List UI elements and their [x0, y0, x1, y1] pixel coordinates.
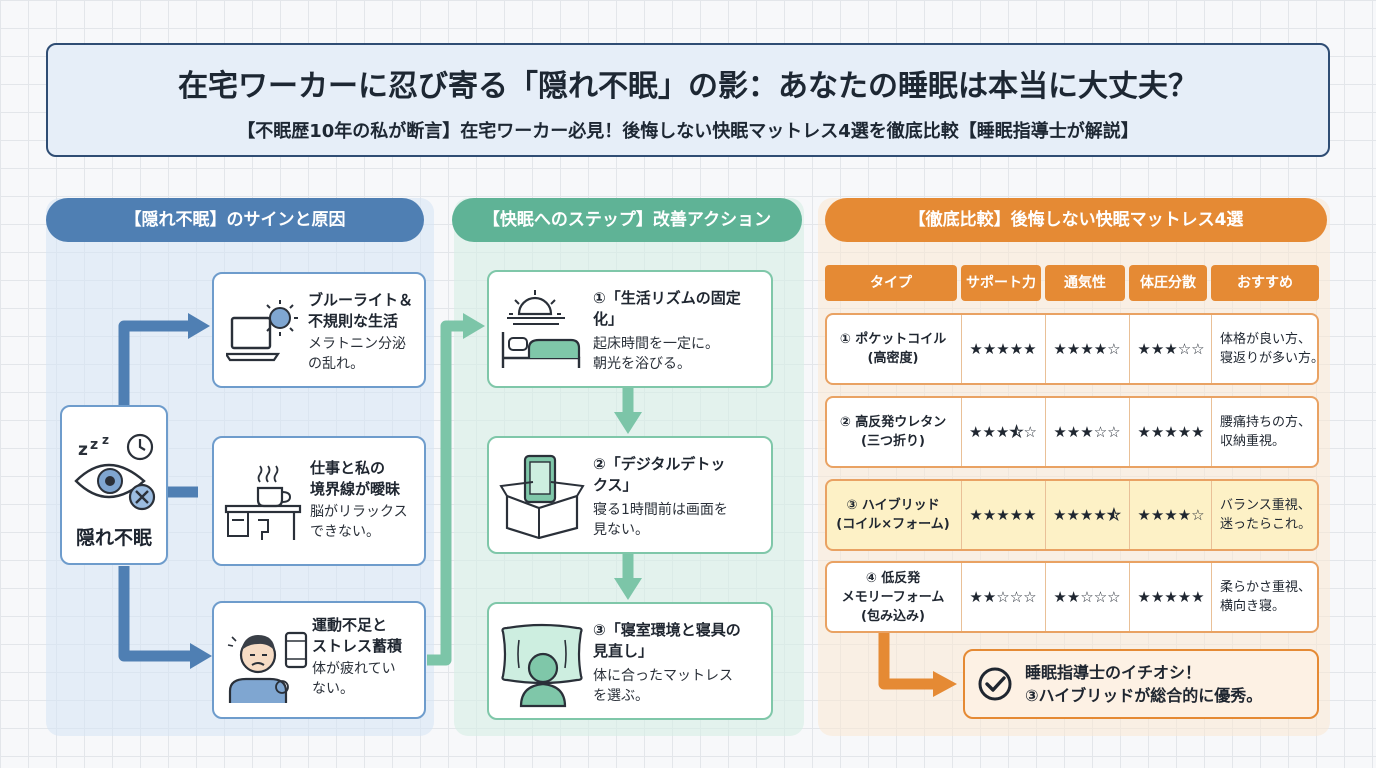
step-1-title: ①「生活リズムの固定 化」 [593, 289, 741, 328]
arrow-head-1 [188, 313, 210, 339]
section-steps-heading: 【快眠へのステップ】改善アクション [452, 198, 802, 242]
row-2-breathability: ★★★☆☆ [1045, 398, 1128, 466]
section-comparison-heading: 【徹底比較】後悔しない快眠マットレス4選 [825, 198, 1327, 242]
cause-1-desc: メラトニン分泌 の乱れ。 [308, 336, 406, 372]
svg-text:z: z [102, 433, 109, 447]
col-header-breathability: 通気性 [1045, 265, 1125, 301]
cause-3-desc: 体が疲れてい ない。 [312, 661, 396, 697]
recommendation-box: 睡眠指導士のイチオシ！ ③ハイブリッドが総合的に優秀。 [963, 649, 1319, 719]
page-title: 在宅ワーカーに忍び寄る「隠れ不眠」の影：あなたの睡眠は本当に大丈夫？ [178, 69, 1198, 104]
row-2-pressure: ★★★★★ [1129, 398, 1212, 466]
col-header-support: サポート力 [961, 265, 1041, 301]
row-4-breathability: ★★☆☆☆ [1045, 563, 1128, 631]
row-4-recommend: 柔らかさ重視、 横向き寝。 [1211, 563, 1326, 631]
row-4-type: ④ 低反発 メモリーフォーム (包み込み) [841, 570, 945, 624]
eye-clock-x-icon: z z z [74, 433, 156, 511]
row-3-recommend: バランス重視、 迷ったらこれ。 [1211, 481, 1326, 549]
arrow-cause-to-steps [427, 320, 465, 666]
step-3-title: ③「寝室環境と寝具の 見直し」 [593, 621, 741, 660]
row-2-recommend: 腰痛持ちの方、 収納重視。 [1211, 398, 1326, 466]
desk-coffee-icon [224, 465, 302, 540]
sunrise-bed-icon [501, 290, 581, 368]
svg-text:z: z [90, 437, 98, 453]
arrow-head-reco [933, 671, 957, 697]
row-3-breathability: ★★★★⯪ [1045, 481, 1128, 549]
cause-card-exercise: 運動不足と ストレス蓄積 体が疲れてい ない。 [212, 601, 426, 719]
col-header-type: タイプ [825, 265, 957, 301]
svg-text:z: z [78, 440, 88, 460]
arrow-head-3 [190, 643, 212, 669]
pillow-head-icon [501, 623, 583, 708]
row-1-pressure: ★★★☆☆ [1129, 315, 1212, 383]
cause-1-title: ブルーライト＆ 不規則な生活 [308, 291, 414, 330]
row-1-breathability: ★★★★☆ [1045, 315, 1128, 383]
table-row: ④ 低反発 メモリーフォーム (包み込み) ★★☆☆☆ ★★☆☆☆ ★★★★★ … [825, 561, 1319, 633]
cause-3-title: 運動不足と ストレス蓄積 [312, 616, 403, 655]
laptop-sun-icon [226, 300, 298, 362]
phone-in-box-icon [499, 454, 585, 540]
cause-card-bluelight: ブルーライト＆ 不規則な生活 メラトニン分泌 の乱れ。 [212, 272, 426, 388]
arrow-head-steps [463, 313, 485, 339]
check-circle-icon [978, 667, 1012, 701]
step-2-desc: 寝る1時間前は画面を 見ない。 [593, 502, 728, 538]
recommendation-text: 睡眠指導士のイチオシ！ ③ハイブリッドが総合的に優秀。 [1025, 663, 1263, 705]
hidden-insomnia-label: 隠れ不眠 [75, 527, 152, 549]
row-1-type: ① ポケットコイル (高密度) [839, 332, 947, 366]
step-card-detox: ②「デジタルデトッ クス」 寝る1時間前は画面を 見ない。 [487, 436, 773, 554]
row-2-support: ★★★⯪☆ [961, 398, 1044, 466]
row-3-type: ③ ハイブリッド (コイル×フォーム) [836, 498, 950, 532]
hidden-insomnia-card: z z z 隠れ不眠 [60, 405, 168, 565]
cause-card-boundary: 仕事と私の 境界線が曖昧 脳がリラックス できない。 [212, 436, 426, 566]
col-header-pressure: 体圧分散 [1129, 265, 1207, 301]
row-1-support: ★★★★★ [961, 315, 1044, 383]
step-1-desc: 起床時間を一定に。 朝光を浴びる。 [593, 336, 719, 372]
step-3-desc: 体に合ったマットレス を選ぶ。 [593, 668, 733, 704]
row-4-pressure: ★★★★★ [1129, 563, 1212, 631]
row-3-pressure: ★★★★☆ [1129, 481, 1212, 549]
step-2-title: ②「デジタルデトッ クス」 [593, 455, 726, 494]
row-3-support: ★★★★★ [961, 481, 1044, 549]
row-2-type: ② 高反発ウレタン (三つ折り) [839, 415, 947, 449]
step-card-rhythm: ①「生活リズムの固定 化」 起床時間を一定に。 朝光を浴びる。 [487, 270, 773, 388]
arrow-to-card3 [118, 566, 192, 662]
arrow-head-step2 [614, 412, 642, 434]
table-row-highlighted: ③ ハイブリッド (コイル×フォーム) ★★★★★ ★★★★⯪ ★★★★☆ バラ… [825, 479, 1319, 551]
arrow-head-step3 [614, 578, 642, 600]
page-subtitle: 【不眠歴10年の私が断言】在宅ワーカー必見！後悔しない快眠マットレス4選を徹底比… [237, 121, 1139, 142]
arrow-to-recommendation [878, 632, 935, 690]
header-banner: 在宅ワーカーに忍び寄る「隠れ不眠」の影：あなたの睡眠は本当に大丈夫？ 【不眠歴1… [46, 43, 1330, 157]
section-causes-heading: 【隠れ不眠】のサインと原因 [46, 198, 424, 242]
tired-person-phone-icon [227, 631, 308, 703]
col-header-recommend: おすすめ [1211, 265, 1319, 301]
table-row: ② 高反発ウレタン (三つ折り) ★★★⯪☆ ★★★☆☆ ★★★★★ 腰痛持ちの… [825, 396, 1319, 468]
table-row: ① ポケットコイル (高密度) ★★★★★ ★★★★☆ ★★★☆☆ 体格が良い方… [825, 313, 1324, 385]
step-card-bedding: ③「寝室環境と寝具の 見直し」 体に合ったマットレス を選ぶ。 [487, 602, 773, 720]
cause-2-desc: 脳がリラックス できない。 [310, 504, 408, 540]
cause-2-title: 仕事と私の 境界線が曖昧 [310, 459, 401, 498]
arrow-to-card1 [118, 320, 190, 415]
row-1-recommend: 体格が良い方、 寝返りが多い方。 [1211, 315, 1326, 383]
row-4-support: ★★☆☆☆ [961, 563, 1044, 631]
